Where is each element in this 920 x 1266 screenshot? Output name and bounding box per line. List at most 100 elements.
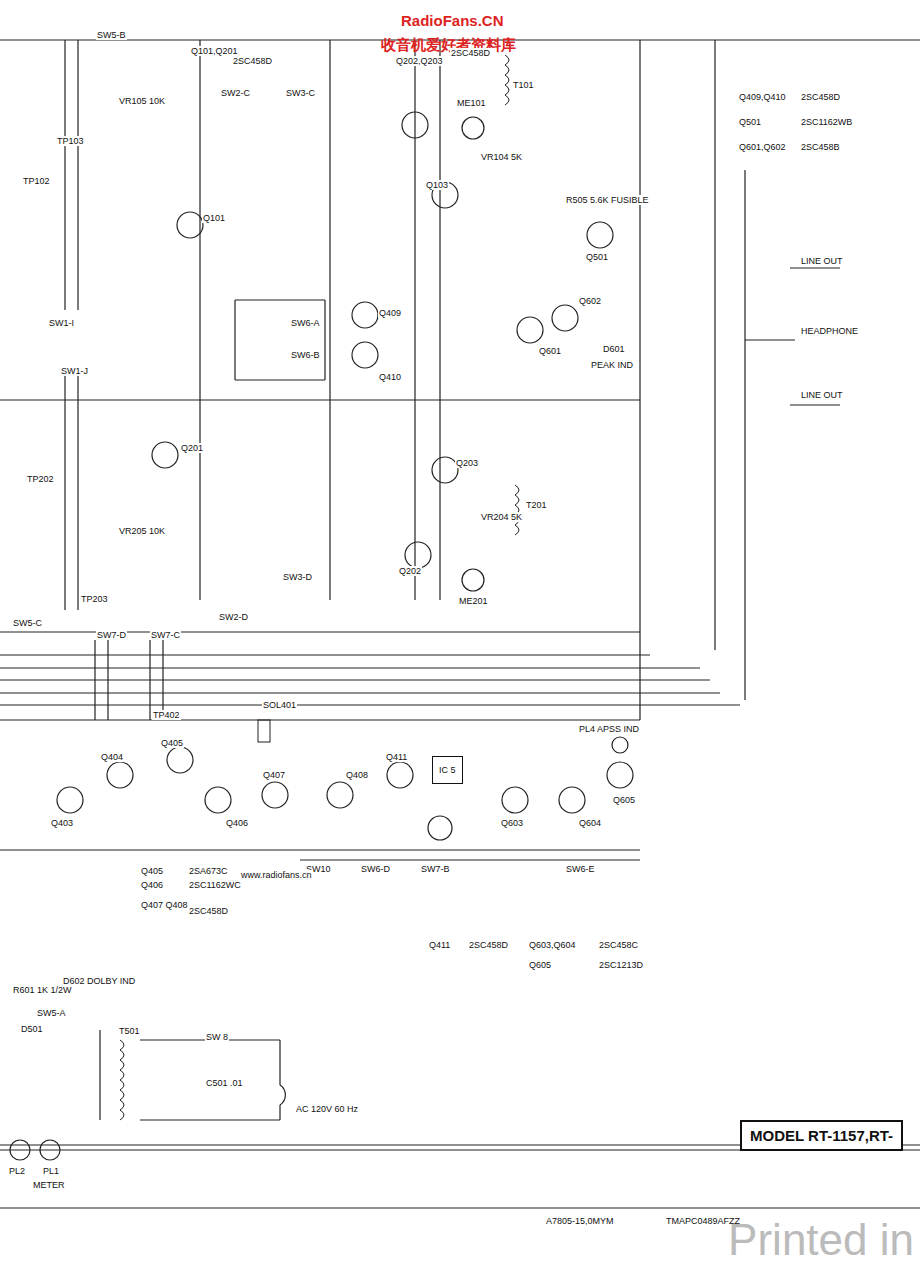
component-label: Q605 (612, 795, 636, 805)
component-label: Q605 (528, 960, 552, 970)
component-label: SW3-C (285, 88, 316, 98)
component-label: PL4 APSS IND (578, 724, 640, 734)
component-label: Q408 (345, 770, 369, 780)
component-label: 2SC458C (598, 940, 639, 950)
component-label: METER (32, 1180, 66, 1190)
component-label: Q203 (455, 458, 479, 468)
component-label: Q101,Q201 (190, 46, 239, 56)
component-label: LINE OUT (800, 390, 844, 400)
component-label: 2SC458D (450, 48, 491, 58)
title-box: MODEL RT-1157,RT- (740, 1120, 903, 1151)
component-label: Q202,Q203 (395, 56, 444, 66)
component-label: SW7-B (420, 864, 451, 874)
component-label: SW5-B (96, 30, 127, 40)
component-label: LINE OUT (800, 256, 844, 266)
component-label: R601 1K 1/2W (12, 985, 73, 995)
component-label: Q406 (225, 818, 249, 828)
component-label: TP203 (80, 594, 109, 604)
component-label: TP402 (152, 710, 181, 720)
component-label: Q411 (428, 940, 451, 950)
component-label: www.radiofans.cn (240, 870, 313, 880)
component-label: SW1-J (60, 366, 89, 376)
box-text: IC 5 (439, 765, 456, 775)
component-label: SW7-C (150, 630, 181, 640)
component-label: HEADPHONE (800, 326, 859, 336)
component-label: SW6-A (290, 318, 321, 328)
component-label: Q103 (425, 180, 449, 190)
ic-box: IC 5 (432, 756, 463, 784)
component-label: PEAK IND (590, 360, 634, 370)
component-label: 2SC458D (468, 940, 509, 950)
component-label: TP202 (26, 474, 55, 484)
component-label: Q405 (140, 866, 164, 876)
component-label: Q202 (398, 566, 422, 576)
component-label: Q601 (538, 346, 562, 356)
component-label: SW5-C (12, 618, 43, 628)
component-label: Q601,Q602 (738, 142, 787, 152)
component-label: Q501 (585, 252, 609, 262)
component-label: TP103 (56, 136, 85, 146)
component-label: Q604 (578, 818, 602, 828)
component-label: SW5-A (36, 1008, 67, 1018)
component-label: 2SC458D (188, 906, 229, 916)
component-label: VR205 10K (118, 526, 166, 536)
component-label: Q101 (202, 213, 226, 223)
component-label: R505 5.6K FUSIBLE (565, 195, 650, 205)
component-label: 2SC1162WC (188, 880, 242, 890)
component-label: Q603 (500, 818, 524, 828)
component-label: VR105 10K (118, 96, 166, 106)
component-label: 2SC1162WB (800, 117, 853, 127)
component-label: Q602 (578, 296, 602, 306)
component-label: Q407 Q408 (140, 900, 189, 910)
component-label: VR204 5K (480, 512, 523, 522)
component-label: RadioFans.CN (400, 12, 505, 29)
component-label: Q404 (100, 752, 124, 762)
component-label: T201 (525, 500, 548, 510)
component-label: SW2-D (218, 612, 249, 622)
component-label: C501 .01 (205, 1078, 244, 1088)
component-label: SW1-I (48, 318, 75, 328)
component-label: D501 (20, 1024, 44, 1034)
component-label: Q406 (140, 880, 164, 890)
component-label: SW3-D (282, 572, 313, 582)
component-label: 2SA673C (188, 866, 229, 876)
component-label: TP102 (22, 176, 51, 186)
component-label: Q201 (180, 443, 204, 453)
component-label: ME101 (456, 98, 487, 108)
component-label: Q409 (378, 308, 402, 318)
component-label: D601 (602, 344, 626, 354)
component-label: 2SC458D (232, 56, 273, 66)
component-label: SOL401 (262, 700, 297, 710)
component-label: T101 (512, 80, 535, 90)
component-label: Printed in (727, 1216, 915, 1264)
component-label: 2SC1213D (598, 960, 644, 970)
component-label: T501 (118, 1026, 141, 1036)
component-label: SW6-B (290, 350, 321, 360)
component-label: Q403 (50, 818, 74, 828)
component-label: 收音机爱好者资料库 (380, 36, 517, 53)
component-label: 2SC458D (800, 92, 841, 102)
component-label: PL2 (8, 1166, 26, 1176)
component-label: PL1 (42, 1166, 60, 1176)
component-label: Q603,Q604 (528, 940, 577, 950)
component-label: Q501 (738, 117, 762, 127)
component-label: SW2-C (220, 88, 251, 98)
component-label: SW6-D (360, 864, 391, 874)
component-label: 2SC458B (800, 142, 841, 152)
component-label: SW 8 (205, 1032, 229, 1042)
component-label: SW7-D (96, 630, 127, 640)
component-label: Q407 (262, 770, 286, 780)
component-label: A7805-15,0MYM (545, 1216, 615, 1226)
component-label: Q405 (160, 738, 184, 748)
component-label: Q410 (378, 372, 402, 382)
component-label: Q409,Q410 (738, 92, 787, 102)
component-label: Q411 (385, 752, 408, 762)
box-text: MODEL RT-1157,RT- (750, 1127, 893, 1144)
component-label: VR104 5K (480, 152, 523, 162)
component-label: SW6-E (565, 864, 596, 874)
component-label: AC 120V 60 Hz (295, 1104, 359, 1114)
component-label: D602 DOLBY IND (62, 976, 136, 986)
component-label: ME201 (458, 596, 489, 606)
